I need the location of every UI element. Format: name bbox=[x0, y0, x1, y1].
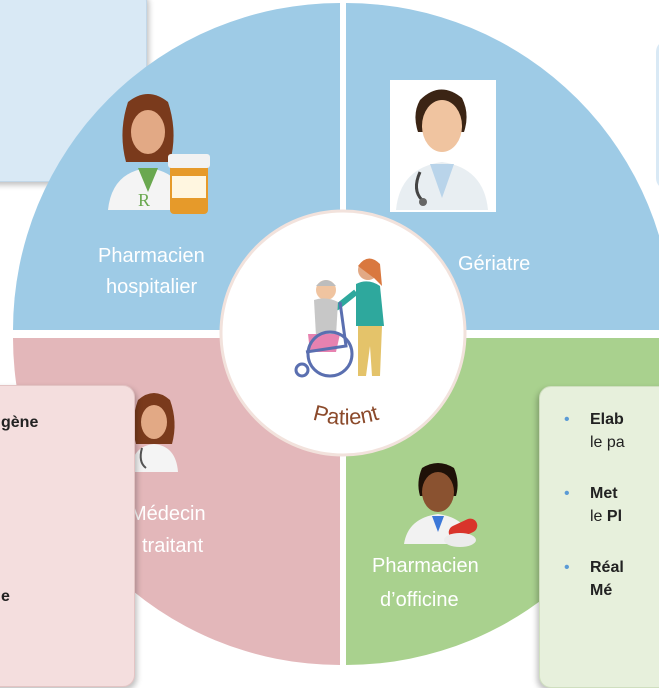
info-box-top-right bbox=[656, 40, 659, 190]
right-box-item1-rest: le pa bbox=[590, 434, 625, 451]
left-box-text-1: gène bbox=[1, 414, 39, 431]
info-box-pharmacien-officine: • Elab le pa • Met le Pl • Réal Mé bbox=[539, 386, 659, 688]
care-circle-diagram: R Pharmacien hospitalier Gériatre Médeci… bbox=[13, 3, 659, 665]
bullet-2: • bbox=[564, 485, 570, 502]
right-box-item2-bold: Met bbox=[590, 485, 618, 502]
doctor-woman-icon bbox=[130, 393, 178, 472]
right-box-item1-bold: Elab bbox=[590, 411, 624, 428]
info-box-medecin-traitant: gène e bbox=[0, 385, 135, 687]
pharmacist-woman-icon: R bbox=[108, 94, 210, 214]
right-box-item2-rest: le Pl bbox=[590, 508, 622, 526]
label-pharmacien-officine-line2: d’officine bbox=[380, 589, 459, 611]
right-box-item3-bold: Réal bbox=[590, 559, 624, 576]
wheelchair-caregiver-icon bbox=[294, 258, 384, 378]
left-box-text-2: e bbox=[1, 588, 10, 605]
pharmacist-man-icon bbox=[404, 463, 478, 547]
svg-text:R: R bbox=[138, 190, 150, 210]
bullet-3: • bbox=[564, 559, 570, 576]
label-pharmacien-hospitalier-line2: hospitalier bbox=[106, 276, 198, 298]
patient-label: Patient bbox=[311, 400, 381, 430]
label-medecin-traitant-line2: traitant bbox=[142, 535, 204, 557]
label-pharmacien-hospitalier-line1: Pharmacien bbox=[98, 245, 205, 267]
doctor-man-icon bbox=[390, 80, 496, 212]
label-medecin-traitant-line1: Médecin bbox=[130, 503, 206, 525]
right-box-item2-plain: le bbox=[590, 508, 607, 525]
right-box-item2-boldpart: Pl bbox=[606, 508, 623, 525]
label-pharmacien-officine-line1: Pharmacien bbox=[372, 555, 479, 577]
label-geriatre: Gériatre bbox=[458, 253, 530, 275]
right-box-item3-rest: Mé bbox=[590, 582, 613, 599]
bullet-1: • bbox=[564, 411, 570, 428]
